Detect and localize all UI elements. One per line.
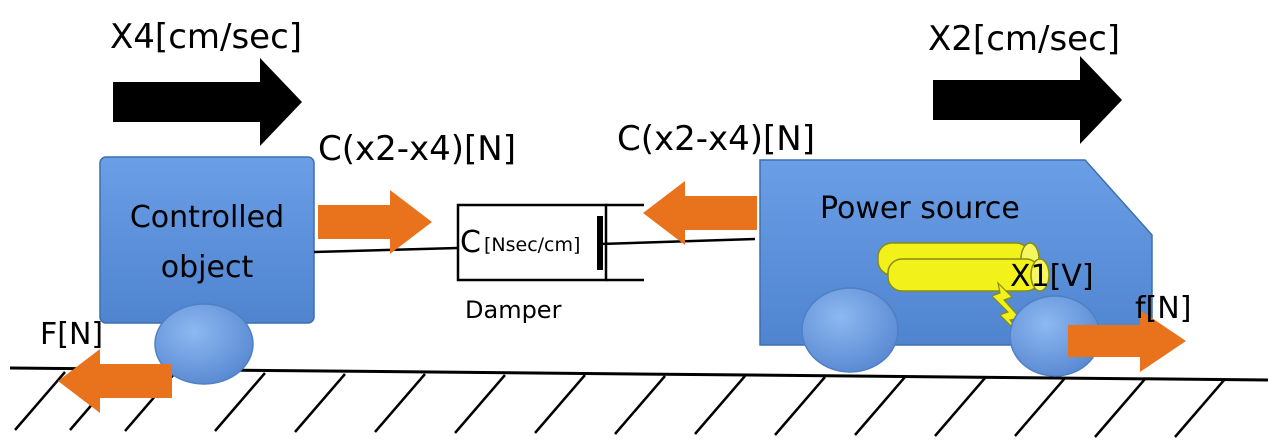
damper-force-arrow-on-object	[318, 190, 432, 254]
x4-velocity-arrow	[113, 58, 302, 146]
controlled-object-label-line2: object	[161, 250, 254, 285]
left-damper-force-label: C(x2-x4)[N]	[318, 129, 516, 169]
controlled-object-wheel	[154, 303, 254, 385]
controlled-object-block	[99, 156, 315, 324]
damper-coefficient-unit: [Nsec/cm]	[484, 234, 580, 256]
damper-coefficient-c: C	[460, 225, 481, 260]
input-force-label: F[N]	[40, 317, 103, 352]
battery-icon	[877, 242, 1050, 292]
damper-label: Damper	[465, 296, 562, 324]
controlled-object-label-line1: Controlled	[130, 200, 284, 235]
x2-velocity-label: X2[cm/sec]	[928, 19, 1120, 59]
damper-rod-left	[313, 246, 459, 254]
friction-force-arrow	[1068, 310, 1186, 372]
x4-velocity-label: X4[cm/sec]	[110, 17, 302, 57]
power-source-rear-wheel	[801, 287, 899, 373]
damper-force-arrow-on-source	[643, 181, 757, 245]
x2-velocity-arrow	[933, 56, 1122, 144]
damper-cylinder	[456, 203, 608, 282]
damper-rod-right	[599, 237, 756, 246]
voltage-label: X1[V]	[1010, 259, 1094, 294]
damper	[313, 203, 756, 282]
ground-hatching	[14, 371, 1226, 438]
input-force-arrow	[58, 349, 172, 413]
right-damper-force-label: C(x2-x4)[N]	[617, 119, 815, 159]
power-source-label: Power source	[820, 191, 1020, 226]
friction-force-label: f[N]	[1135, 291, 1191, 326]
